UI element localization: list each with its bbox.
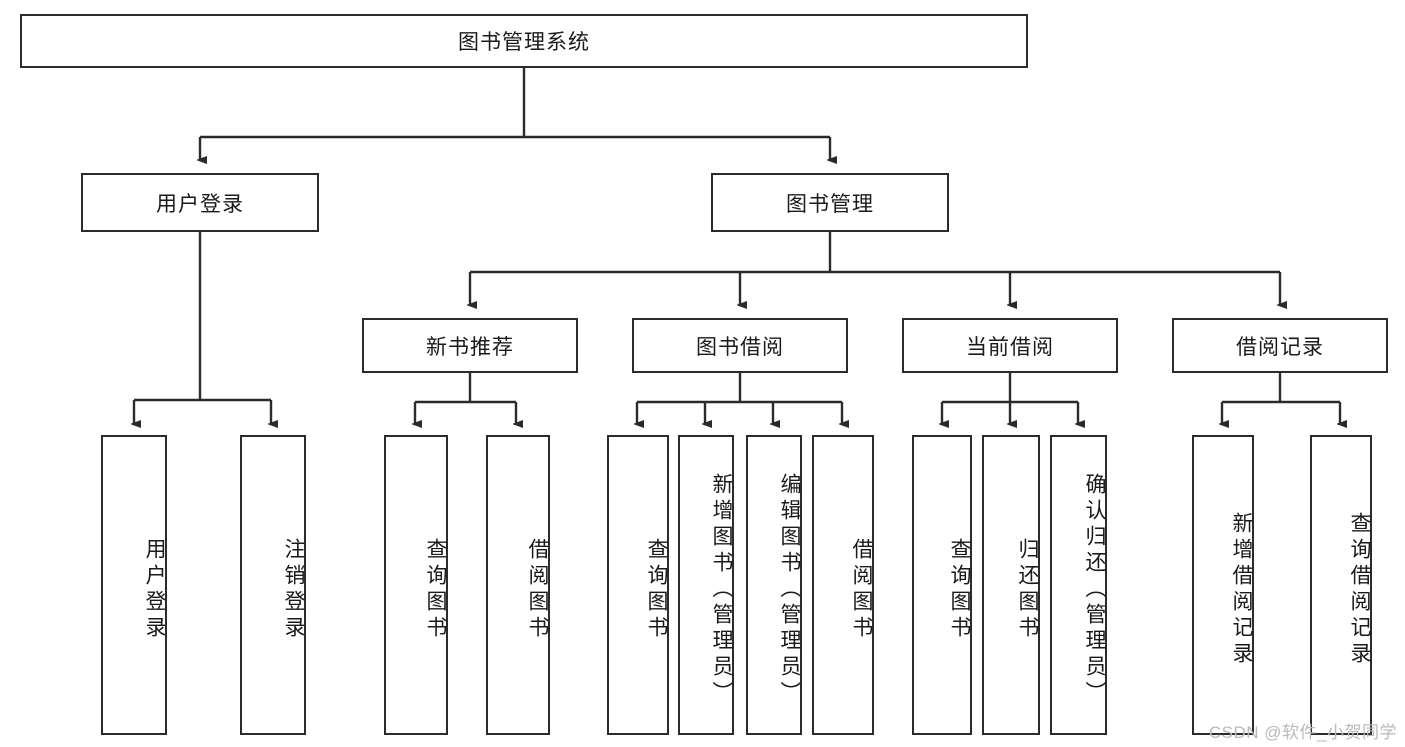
watermark: CSDN @软件_小贺同学 <box>1208 723 1397 742</box>
leaf-label: 查询图书 <box>424 538 447 642</box>
leaf-label: 查询图书 <box>948 538 971 642</box>
leaf-label: 归还图书 <box>1016 538 1039 642</box>
node-leaf-query-book-3[interactable]: 查询图书 <box>912 435 972 735</box>
leaf-label: 借阅图书 <box>526 538 549 642</box>
node-leaf-user-login[interactable]: 用户登录 <box>101 435 167 735</box>
leaf-label: 注销登录 <box>282 538 305 642</box>
node-leaf-borrow-book-2[interactable]: 借阅图书 <box>812 435 874 735</box>
node-leaf-add-record[interactable]: 新增借阅记录 <box>1192 435 1254 735</box>
leaf-label: 确认归还（管理员） <box>1083 473 1106 707</box>
node-leaf-borrow-book-1[interactable]: 借阅图书 <box>486 435 550 735</box>
node-leaf-return-book[interactable]: 归还图书 <box>982 435 1040 735</box>
leaf-label: 查询图书 <box>645 538 668 642</box>
node-root[interactable]: 图书管理系统 <box>20 14 1028 68</box>
leaf-label: 查询借阅记录 <box>1348 512 1371 668</box>
node-book-manage[interactable]: 图书管理 <box>711 173 949 232</box>
leaf-label: 编辑图书（管理员） <box>778 473 801 707</box>
leaf-label: 用户登录 <box>143 538 166 642</box>
node-borrow-record[interactable]: 借阅记录 <box>1172 318 1388 373</box>
leaf-label: 新增借阅记录 <box>1230 512 1253 668</box>
node-new-book-recommend[interactable]: 新书推荐 <box>362 318 578 373</box>
node-leaf-query-book-2[interactable]: 查询图书 <box>607 435 669 735</box>
node-leaf-query-book-1[interactable]: 查询图书 <box>384 435 448 735</box>
node-current-borrow[interactable]: 当前借阅 <box>902 318 1118 373</box>
node-user-login[interactable]: 用户登录 <box>81 173 319 232</box>
leaf-label: 新增图书（管理员） <box>710 473 733 707</box>
node-leaf-add-book[interactable]: 新增图书（管理员） <box>678 435 734 735</box>
node-leaf-confirm-return[interactable]: 确认归还（管理员） <box>1050 435 1107 735</box>
node-leaf-query-record[interactable]: 查询借阅记录 <box>1310 435 1372 735</box>
node-leaf-logout[interactable]: 注销登录 <box>240 435 306 735</box>
node-book-borrow[interactable]: 图书借阅 <box>632 318 848 373</box>
leaf-label: 借阅图书 <box>850 538 873 642</box>
node-leaf-edit-book[interactable]: 编辑图书（管理员） <box>746 435 802 735</box>
